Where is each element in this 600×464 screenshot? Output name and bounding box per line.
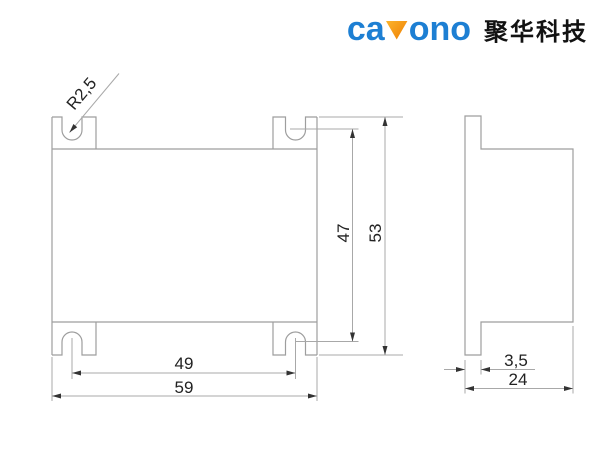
dim-label-flange-thickness: 3,5 (504, 351, 528, 370)
dim-label-overall-depth: 24 (508, 370, 528, 389)
logo-text-ono: ono (408, 10, 471, 48)
arrow-47-up (350, 129, 355, 138)
brand-header: ca ono 聚华科技 (347, 8, 588, 50)
arrow-49-left (72, 370, 81, 376)
logo-text-ca: ca (346, 10, 385, 48)
tab-bottom-left (52, 322, 97, 356)
arrow-24-left (465, 386, 474, 391)
dim-label-overall-width: 59 (174, 378, 194, 397)
arrow-35-right (481, 367, 490, 372)
arrow-47-down (350, 332, 355, 342)
dimension-lines (51, 73, 574, 401)
cavono-logo: ca ono (347, 12, 471, 46)
arrowheads (52, 117, 573, 399)
side-view-outline (464, 115, 574, 356)
arrow-59-left (52, 393, 61, 399)
arrow-49-right (286, 370, 296, 376)
dim-label-overall-height: 53 (366, 223, 385, 243)
front-view (51, 116, 318, 356)
side-view (464, 115, 574, 356)
arrow-24-right (564, 386, 573, 391)
company-name: 聚华科技 (484, 18, 588, 46)
arrow-53-down (382, 346, 388, 355)
arrow-53-up (382, 117, 388, 126)
leader-r25 (69, 73, 120, 133)
arrow-r25 (69, 124, 78, 133)
arrow-59-right (308, 393, 317, 399)
tab-top-left (52, 116, 97, 149)
dim-label-slot-distance: 49 (174, 354, 194, 373)
tab-top-right (272, 116, 317, 149)
arrow-35-left (456, 367, 465, 372)
dim-label-inner-height: 47 (334, 223, 353, 243)
